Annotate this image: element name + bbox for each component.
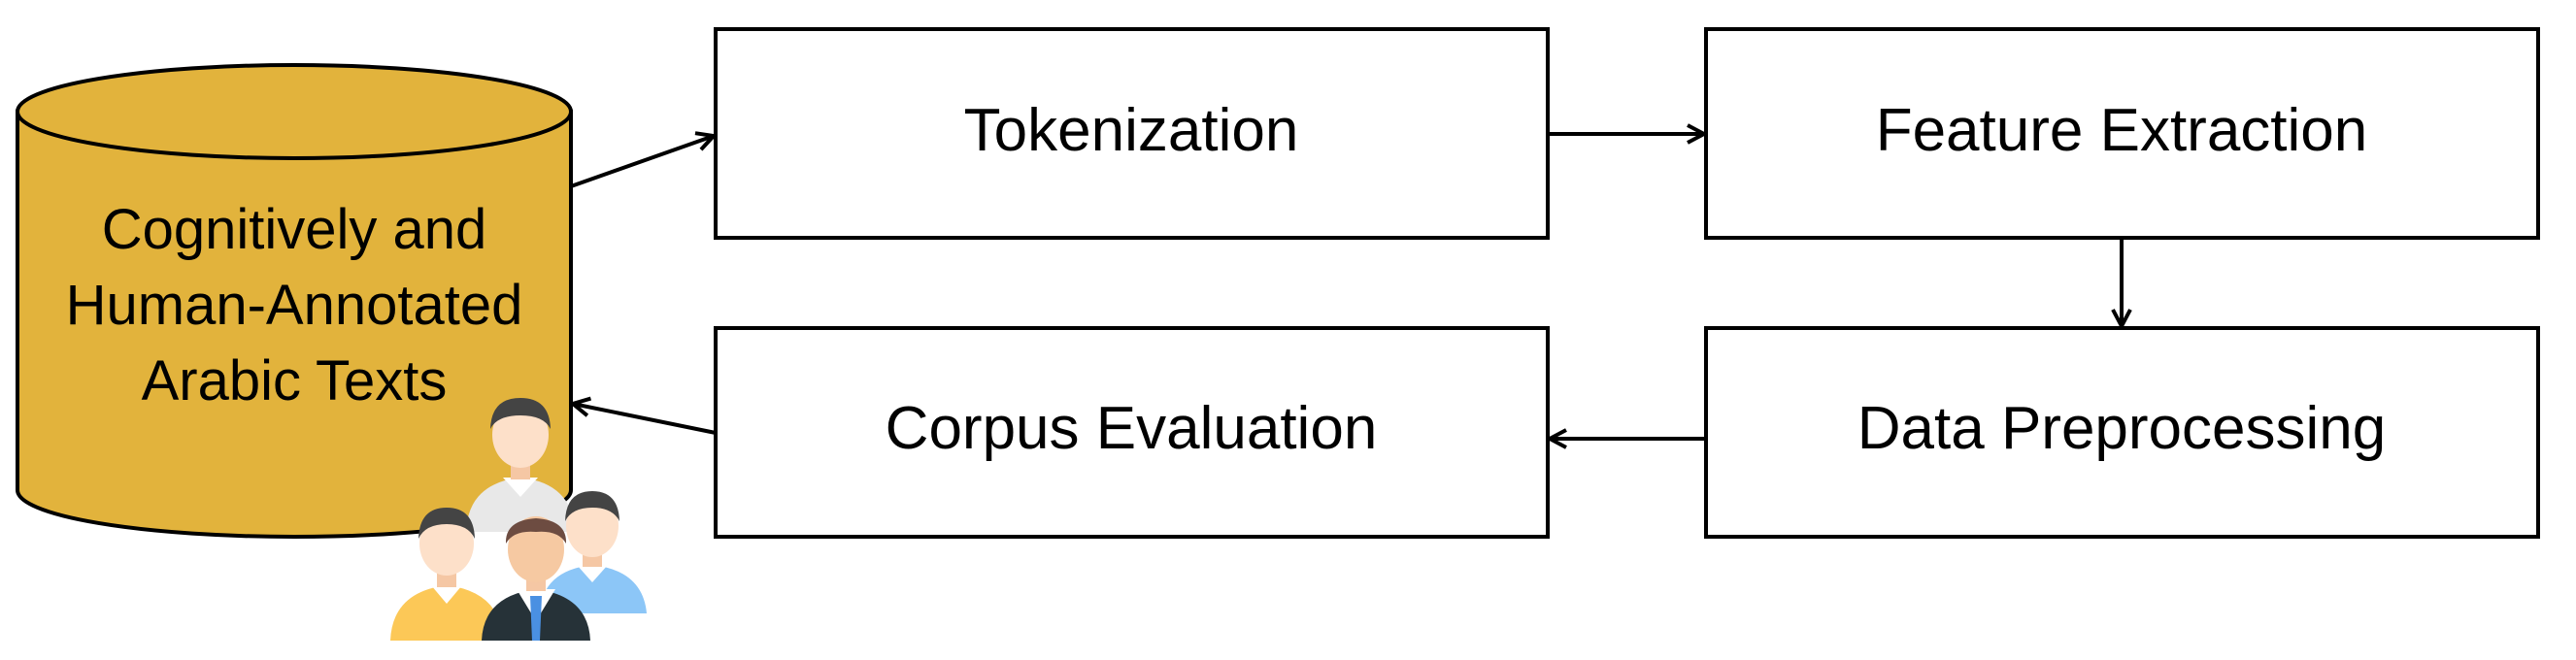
annotator-person-icon [466,398,575,532]
corpus-evaluation-box: Corpus Evaluation [714,326,1550,539]
tokenization-label: Tokenization [964,97,1299,164]
database-label-line-2: Human-Annotated [66,274,523,337]
corpus-evaluation-label: Corpus Evaluation [886,395,1378,462]
tokenization-box: Tokenization [714,27,1550,240]
data-preprocessing-box: Data Preprocessing [1704,326,2540,539]
arrow-corpus-evaluation-to-database [573,404,717,435]
database-cylinder: Cognitively and Human-Annotated Arabic T… [16,63,573,539]
annotators-group-icon [390,398,647,641]
data-preprocessing-label: Data Preprocessing [1857,395,2387,462]
database-label-line-3: Arabic Texts [142,349,448,412]
feature-extraction-label: Feature Extraction [1876,97,2368,164]
database-label-line-1: Cognitively and [102,198,487,261]
arrow-database-to-tokenization [570,136,714,188]
feature-extraction-box: Feature Extraction [1704,27,2540,240]
annotator-person-icon [482,516,590,641]
annotator-person-icon [390,508,503,641]
